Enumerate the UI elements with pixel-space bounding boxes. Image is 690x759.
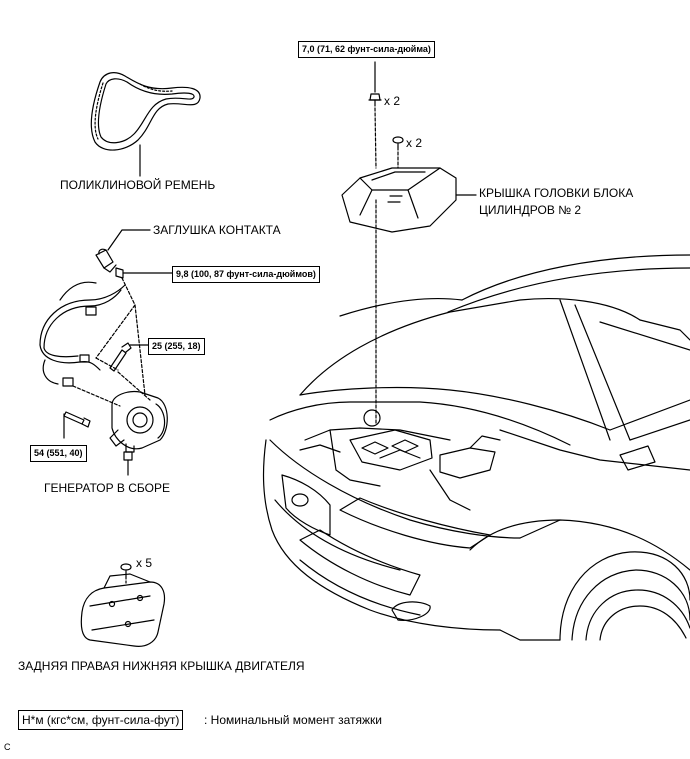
engine-under-cover-illustration [80,573,166,647]
upper-bolt-illustration [109,342,149,372]
contact-cap-label: ЗАГЛУШКА КОНТАКТА [153,223,281,237]
illustration-code: C [4,742,11,752]
cover-grommet-quantity: x 2 [406,136,423,150]
cylinder-head-cover-illustration [341,167,457,233]
cover-nut-torque-box: 7,0 (71, 62 фунт-сила-дюйма) [298,41,435,58]
belt-label: ПОЛИКЛИНОВОЙ РЕМЕНЬ [60,178,216,192]
engine-cover-clip-illustration [120,563,132,586]
cover-label-line1: КРЫШКА ГОЛОВКИ БЛОКА [479,186,634,200]
generator-label: ГЕНЕРАТОР В СБОРЕ [44,481,170,495]
contact-cap-leader [107,229,151,251]
lower-bolt-torque-box: 54 (551, 40) [30,445,87,462]
wire-harness-illustration [39,281,126,387]
v-ribbed-belt-illustration [90,72,201,151]
terminal-nut-illustration [115,267,173,279]
cover-nut-quantity: x 2 [384,94,401,108]
cover-label-line2: ЦИЛИНДРОВ № 2 [479,203,582,217]
car-illustration [262,254,690,641]
assembly-dashed-lines [72,107,399,426]
generator-illustration [109,390,168,476]
cover-grommet-illustration [392,136,404,148]
lower-bolt-illustration [63,411,91,439]
engine-cover-label: ЗАДНЯЯ ПРАВАЯ НИЖНЯЯ КРЫШКА ДВИГАТЕЛЯ [18,659,305,673]
torque-unit-legend-box: Н*м (кгс*см, фунт-сила-фут) [18,710,184,730]
cover-nut-illustration [368,61,382,107]
engine-cover-clip-quantity: x 5 [136,556,153,570]
contact-cap-illustration [95,248,117,273]
terminal-nut-torque-box: 9,8 (100, 87 фунт-сила-дюймов) [172,266,320,283]
upper-bolt-torque-box: 25 (255, 18) [148,338,205,355]
torque-legend-description: : Номинальный момент затяжки [204,713,382,727]
